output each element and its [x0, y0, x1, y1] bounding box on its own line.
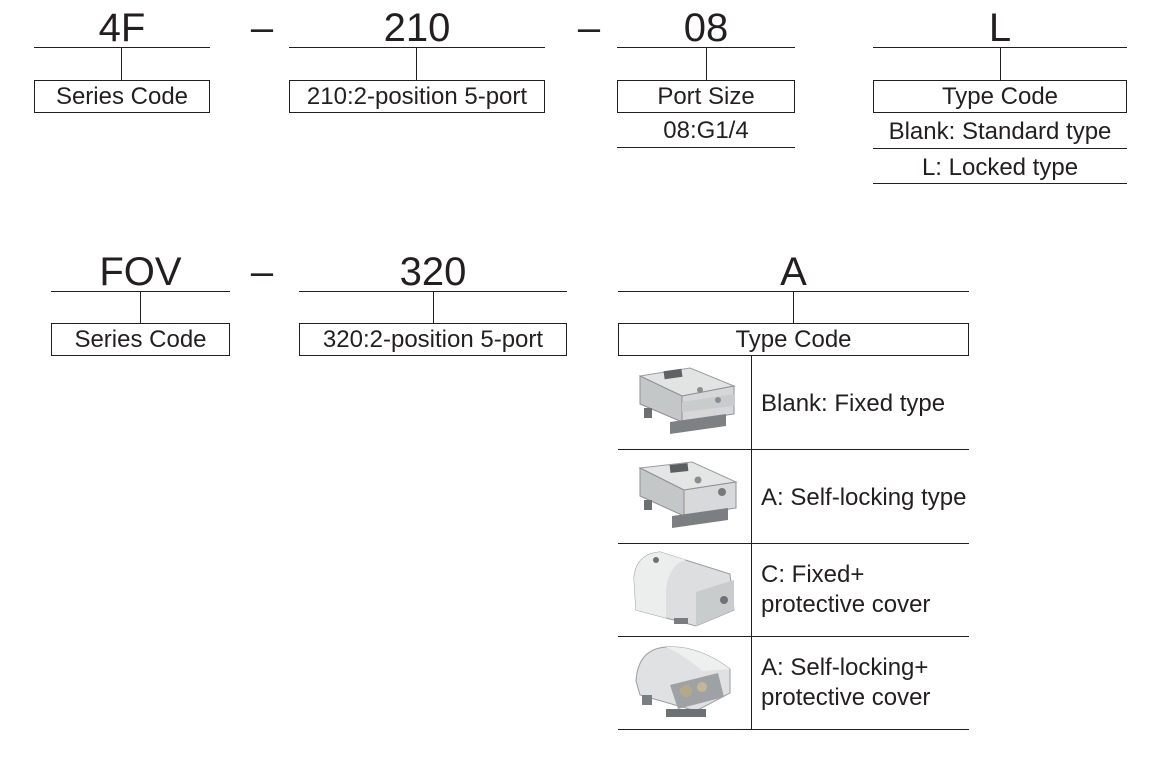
foot-pedal-fixed-icon: [638, 367, 736, 434]
row1-type-label: Type Code: [873, 80, 1127, 113]
row2-type-connector: [793, 291, 794, 324]
row2-series-connector: [140, 291, 141, 324]
type-option-covered-line1: C: Fixed+: [761, 561, 865, 588]
type-table-rule-3: [618, 636, 969, 637]
row1-series-underline: [34, 47, 210, 48]
row1-series-code: 4F: [98, 6, 146, 50]
row1-type-option-underline-0: [873, 148, 1127, 149]
type-option-covered-locking-line2: protective cover: [761, 684, 931, 711]
row1-port-connector: [706, 47, 707, 81]
foot-pedal-covered-locking-icon: [635, 646, 731, 717]
row1-type-option-1: L: Locked type: [921, 154, 1079, 181]
row2-dash-1: –: [250, 250, 274, 294]
type-option-covered-line2: protective cover: [761, 591, 931, 618]
row1-position-code: 210: [383, 6, 451, 50]
type-table-rule-4: [618, 729, 969, 730]
row1-port-label: Port Size: [617, 80, 795, 113]
row1-position-label: 210:2-position 5-port: [289, 80, 545, 113]
row2-position-code: 320: [399, 250, 467, 294]
row2-position-label: 320:2-position 5-port: [299, 323, 567, 356]
row1-series-label: Series Code: [34, 80, 210, 113]
row1-port-option-0: 08:G1/4: [663, 117, 749, 144]
type-option-self-locking: A: Self-locking type: [761, 484, 967, 511]
row1-dash-2: –: [577, 6, 601, 50]
row2-type-code: A: [780, 250, 807, 294]
row1-type-option-underline-1: [873, 183, 1127, 184]
row1-port-code: 08: [683, 6, 729, 50]
foot-pedal-self-locking-icon: [638, 461, 738, 528]
row2-type-label: Type Code: [618, 323, 969, 356]
type-table-rule-2: [618, 543, 969, 544]
row1-port-option-underline: [617, 147, 795, 148]
type-option-fixed: Blank: Fixed type: [761, 390, 946, 417]
row1-type-code: L: [988, 6, 1012, 50]
row1-series-connector: [121, 47, 122, 81]
row1-type-option-0: Blank: Standard type: [888, 118, 1112, 145]
foot-pedal-covered-icon: [633, 551, 735, 627]
type-table-rule-1: [618, 449, 969, 450]
row2-position-connector: [433, 291, 434, 324]
type-option-covered-locking-line1: A: Self-locking+: [761, 654, 929, 681]
row2-series-label: Series Code: [51, 323, 230, 356]
row1-dash-1: –: [250, 6, 274, 50]
row2-series-code: FOV: [99, 250, 182, 294]
row1-type-connector: [1000, 47, 1001, 81]
row1-position-underline: [289, 47, 545, 48]
row1-position-connector: [416, 47, 417, 81]
